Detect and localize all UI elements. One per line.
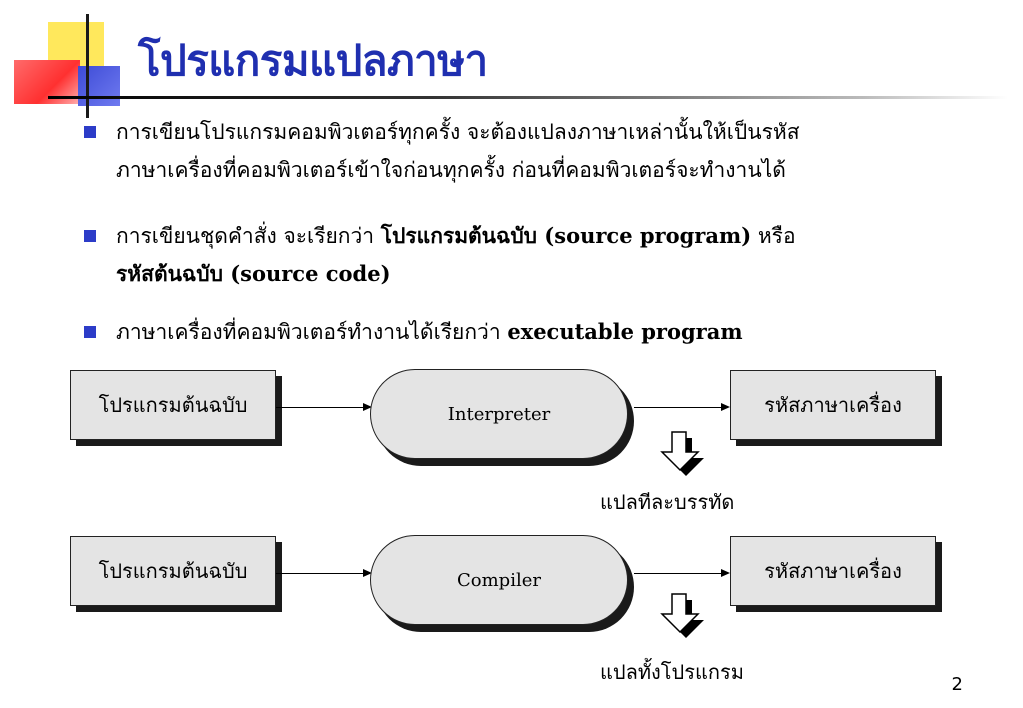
bullet-3-line-1: ภาษาเครื่องที่คอมพิวเตอร์ทำงานได้เรียกว่… [116,314,743,350]
compiler-note: แปลทั้งโปรแกรม [600,660,744,684]
interpreter-arrow-in [276,403,372,411]
compiler-target-box: รหัสภาษาเครื่อง [730,536,936,606]
bullet-2-line-1: การเขียนชุดคำสั่ง จะเรียกว่า โปรแกรมต้นฉ… [116,218,796,254]
compiler-arrow-in [276,569,372,577]
interpreter-target-box: รหัสภาษาเครื่อง [730,370,936,440]
compiler-arrow-out [634,569,730,577]
compiler-source-box: โปรแกรมต้นฉบับ [70,536,276,606]
interpreter-note: แปลทีละบรรทัด [600,490,735,514]
slide-title: โปรแกรมแปลภาษา [138,36,488,85]
down-arrow-icon [660,593,704,638]
bullet-marker-1 [84,126,96,138]
bullet-2-term-source-code: รหัสต้นฉบับ (source code) [116,261,391,286]
interpreter-source-box: โปรแกรมต้นฉบับ [70,370,276,440]
bullet-marker-3 [84,326,96,338]
bullet-3-text: ภาษาเครื่องที่คอมพิวเตอร์ทำงานได้เรียกว่… [116,320,508,344]
bullet-2-or: หรือ [751,224,796,248]
logo-square-blue [78,66,120,106]
interpreter-node: Interpreter [370,369,628,459]
bullet-1-line-2: ภาษาเครื่องที่คอมพิวเตอร์เข้าใจก่อนทุกคร… [116,158,786,182]
logo-vertical-line [86,14,89,118]
bullet-2-line-2: รหัสต้นฉบับ (source code) [116,256,391,292]
bullet-2-text: การเขียนชุดคำสั่ง จะเรียกว่า [116,224,381,248]
down-arrow-icon [660,431,704,476]
page-number: 2 [951,674,963,695]
bullet-3-term-executable: executable program [507,319,743,344]
compiler-node: Compiler [370,535,628,625]
bullet-1-line-1: การเขียนโปรแกรมคอมพิวเตอร์ทุกครั้ง จะต้อ… [116,120,800,144]
bullet-2-term-source-program: โปรแกรมต้นฉบับ (source program) [380,223,752,248]
title-underline [48,96,1008,99]
interpreter-arrow-out [634,403,730,411]
bullet-marker-2 [84,230,96,242]
